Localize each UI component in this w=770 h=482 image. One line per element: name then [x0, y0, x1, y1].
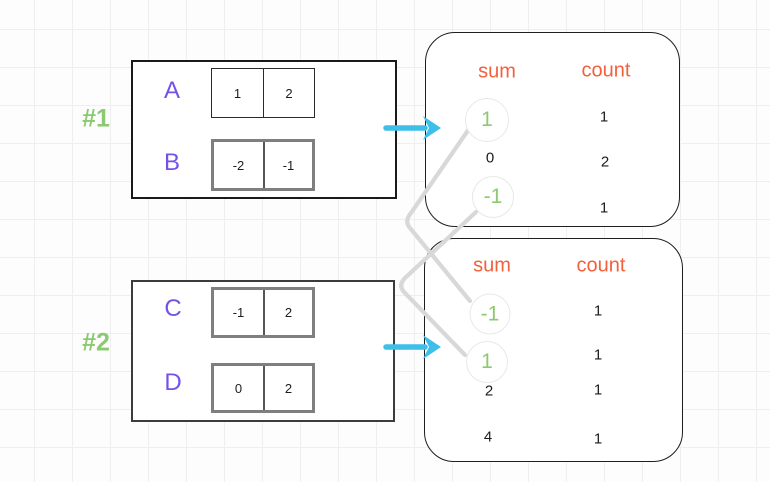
table1-sum-header: sum	[478, 60, 516, 83]
array-d-letter: D	[164, 369, 182, 396]
array-c-cells: -1 2	[211, 287, 315, 338]
count-value-t2-r3: 1	[593, 381, 603, 399]
highlight-circle-t1-r1: 1	[465, 98, 509, 142]
array-b-letter: B	[163, 149, 181, 176]
sum-value-t1-r3: -1	[483, 185, 503, 208]
array-c-cell-1: 2	[262, 290, 312, 335]
group-1-label: #1	[82, 104, 110, 133]
sum-value-t2-r3: 2	[484, 382, 494, 400]
sum-value-t1-r1: 1	[481, 108, 493, 131]
table2-count-header: count	[576, 254, 626, 277]
sum-value-t2-r4: 4	[483, 428, 493, 446]
array-c-cell-0: -1	[232, 305, 245, 320]
sum-value-t2-r2: 1	[481, 350, 493, 373]
array-a-cells: 1 2	[211, 68, 315, 118]
count-value-t2-r2: 1	[593, 346, 603, 364]
array-c-letter: C	[164, 295, 182, 322]
array-b-cell-0: -2	[232, 157, 245, 173]
count-value-t1-r2: 2	[600, 153, 610, 171]
count-value-t2-r1: 1	[593, 302, 603, 320]
highlight-circle-t1-r3: -1	[472, 176, 514, 218]
array-a-cell-1: 2	[263, 69, 314, 117]
array-d-cell-0: 0	[234, 380, 243, 396]
count-value-t1-r1: 1	[599, 108, 609, 126]
highlight-circle-t2-r1: -1	[469, 293, 511, 335]
table2-sum-header: sum	[473, 254, 511, 277]
group-2-label: #2	[82, 328, 110, 357]
result-table-2	[424, 238, 683, 462]
count-value-t2-r4: 1	[593, 430, 603, 448]
array-b-cells: -2 -1	[211, 139, 315, 191]
highlight-circle-t2-r2: 1	[466, 341, 508, 383]
sum-value-t2-r1: -1	[480, 302, 500, 325]
count-value-t1-r3: 1	[599, 199, 609, 217]
array-b-cell-1: -1	[262, 142, 312, 188]
array-a-letter: A	[163, 77, 181, 104]
sum-value-t1-r2: 0	[485, 149, 495, 167]
result-table-1	[425, 32, 680, 227]
table1-count-header: count	[581, 59, 631, 82]
array-a-cell-0: 1	[233, 85, 242, 101]
array-d-cells: 0 2	[211, 363, 315, 413]
array-d-cell-1: 2	[262, 366, 312, 410]
